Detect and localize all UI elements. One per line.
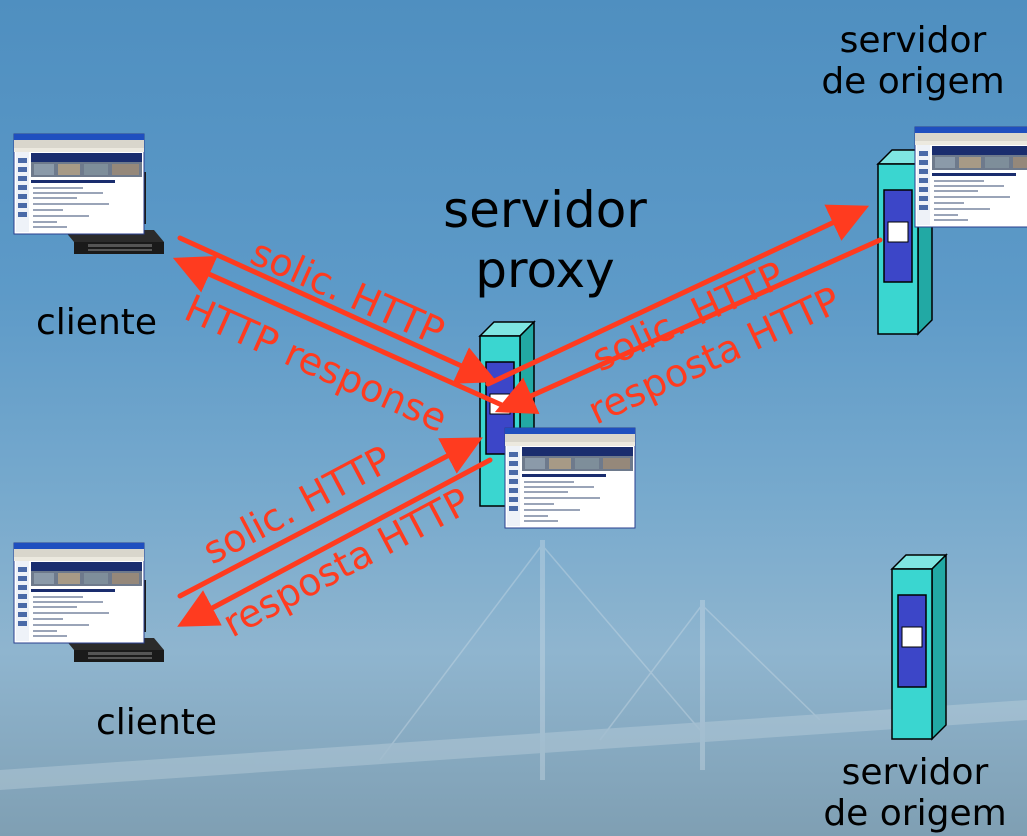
origin-server-bottom-label: servidor de origem: [815, 752, 1015, 835]
proxy-cached-browser-window: [504, 427, 636, 529]
proxy-server-label: servidor proxy: [420, 180, 670, 300]
client-bottom-browser-window: [13, 542, 145, 644]
arrow-client-top-response: [172, 255, 507, 409]
browser-window-icon: [13, 542, 145, 644]
arrow-client-bottom-request: [177, 437, 483, 599]
browser-window-icon: [504, 427, 636, 529]
proxy-server-label-line2: proxy: [475, 241, 615, 299]
origin-server-bottom-label-line1: servidor: [841, 752, 989, 793]
proxy-server-label-line1: servidor: [443, 181, 647, 239]
origin-server-top-label-line2: de origem: [821, 61, 1005, 103]
origin-server-bottom: [891, 554, 947, 740]
background-bridge: [0, 540, 1027, 790]
arrow-origin-request: [485, 204, 870, 387]
arrow-client-bottom-response: [177, 457, 493, 627]
client-top-browser-window: [13, 133, 145, 235]
origin-server-top-label: servidor de origem: [808, 20, 1018, 103]
client-bottom-label: cliente: [96, 702, 218, 743]
browser-window-icon: [914, 126, 1027, 228]
arrow-client-top-request: [177, 235, 498, 384]
arrow-origin-response: [494, 237, 883, 415]
server-tower-icon: [891, 554, 947, 740]
origin-server-top-label-line1: servidor: [839, 20, 987, 61]
client-top-label: cliente: [36, 302, 158, 343]
origin-top-browser-window: [914, 126, 1027, 228]
origin-server-bottom-label-line2: de origem: [823, 793, 1007, 835]
browser-window-icon: [13, 133, 145, 235]
